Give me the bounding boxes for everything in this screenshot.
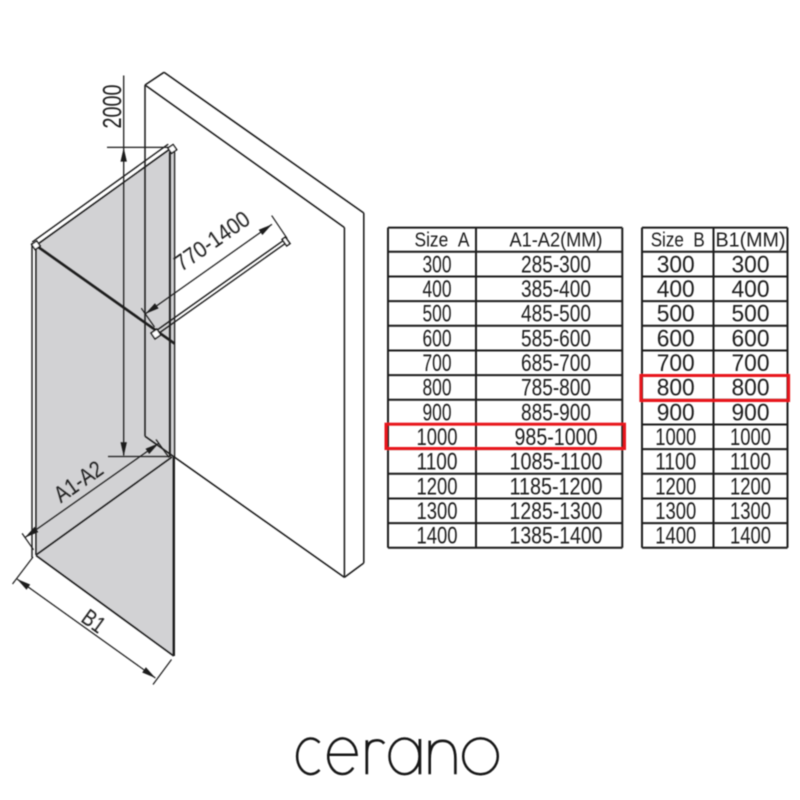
svg-text:1200: 1200: [417, 473, 458, 500]
svg-text:585-600: 585-600: [521, 325, 591, 352]
svg-text:300: 300: [657, 251, 695, 278]
svg-text:1300: 1300: [730, 498, 771, 525]
svg-text:1300: 1300: [655, 498, 696, 525]
svg-text:1385-1400: 1385-1400: [510, 523, 603, 550]
svg-text:1200: 1200: [730, 473, 771, 500]
svg-text:685-700: 685-700: [521, 350, 591, 377]
svg-text:800: 800: [657, 375, 695, 402]
svg-text:1000: 1000: [417, 424, 458, 451]
svg-text:1100: 1100: [655, 449, 696, 476]
svg-text:A1-A2(MM): A1-A2(MM): [510, 230, 603, 252]
svg-text:Size A: Size A: [415, 230, 471, 252]
svg-text:1300: 1300: [417, 498, 458, 525]
svg-text:1400: 1400: [417, 523, 458, 550]
svg-text:600: 600: [732, 325, 770, 352]
svg-text:1100: 1100: [417, 449, 458, 476]
svg-text:1200: 1200: [655, 473, 696, 500]
svg-text:700: 700: [657, 350, 695, 377]
svg-text:1000: 1000: [730, 424, 771, 451]
svg-text:B1(MM): B1(MM): [716, 230, 786, 252]
svg-text:900: 900: [732, 399, 770, 426]
svg-text:1100: 1100: [730, 449, 771, 476]
svg-text:300: 300: [732, 251, 770, 278]
svg-text:600: 600: [423, 325, 452, 352]
svg-text:500: 500: [732, 301, 770, 328]
svg-text:985-1000: 985-1000: [515, 424, 598, 451]
svg-text:785-800: 785-800: [521, 375, 591, 402]
svg-text:500: 500: [423, 301, 452, 328]
svg-text:1185-1200: 1185-1200: [510, 473, 603, 500]
svg-text:1400: 1400: [730, 523, 771, 550]
svg-text:400: 400: [732, 276, 770, 303]
svg-text:900: 900: [657, 399, 695, 426]
svg-text:400: 400: [657, 276, 695, 303]
svg-text:285-300: 285-300: [521, 251, 591, 278]
svg-text:1285-1300: 1285-1300: [510, 498, 603, 525]
svg-text:600: 600: [657, 325, 695, 352]
svg-text:1085-1100: 1085-1100: [510, 449, 603, 476]
svg-text:1400: 1400: [655, 523, 696, 550]
svg-text:800: 800: [732, 375, 770, 402]
svg-text:485-500: 485-500: [521, 301, 591, 328]
svg-text:300: 300: [423, 251, 452, 278]
svg-text:400: 400: [423, 276, 452, 303]
svg-text:Size B: Size B: [651, 230, 705, 252]
svg-text:500: 500: [657, 301, 695, 328]
svg-text:700: 700: [423, 350, 452, 377]
svg-text:700: 700: [732, 350, 770, 377]
svg-text:800: 800: [423, 375, 452, 402]
svg-text:885-900: 885-900: [521, 399, 591, 426]
svg-text:900: 900: [423, 399, 452, 426]
svg-text:385-400: 385-400: [521, 276, 591, 303]
svg-text:1000: 1000: [655, 424, 696, 451]
svg-text:2000: 2000: [97, 85, 127, 129]
